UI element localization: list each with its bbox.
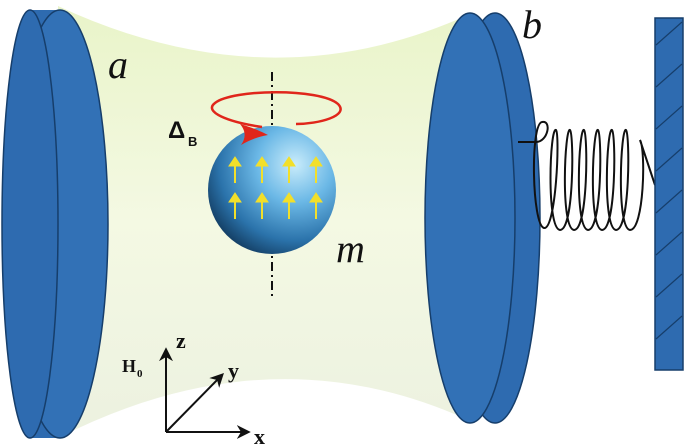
label-sphere-m: m xyxy=(336,226,365,271)
spin-arrow xyxy=(282,192,296,219)
spin-arrow xyxy=(228,156,242,183)
label-axis-x: x xyxy=(254,424,265,447)
coordinate-axes xyxy=(159,347,251,439)
label-mirror-b: b xyxy=(522,2,542,47)
left-mirror xyxy=(1,9,109,439)
label-mirror-a: a xyxy=(108,42,128,87)
spin-arrow xyxy=(228,192,242,219)
label-field-sub: 0 xyxy=(137,368,143,380)
label-detuning: Δ xyxy=(168,117,185,144)
spin-arrow xyxy=(282,156,296,183)
label-axis-y: y xyxy=(228,358,239,383)
spin-arrow xyxy=(309,192,323,219)
spring xyxy=(518,120,656,232)
label-detuning-sub: B xyxy=(188,134,197,149)
rotation-arrow-head xyxy=(240,124,268,145)
label-axis-z: z xyxy=(176,328,186,353)
wall xyxy=(654,17,684,371)
yig-sphere xyxy=(208,126,336,254)
spin-arrow xyxy=(309,156,323,183)
rotation-arrow xyxy=(210,91,342,129)
spin-arrow xyxy=(255,192,269,219)
y-axis xyxy=(165,373,224,433)
label-field-h: H xyxy=(122,356,136,376)
spin-arrow xyxy=(255,156,269,183)
right-mirror xyxy=(424,12,541,424)
spin-arrow-grid xyxy=(228,156,323,219)
